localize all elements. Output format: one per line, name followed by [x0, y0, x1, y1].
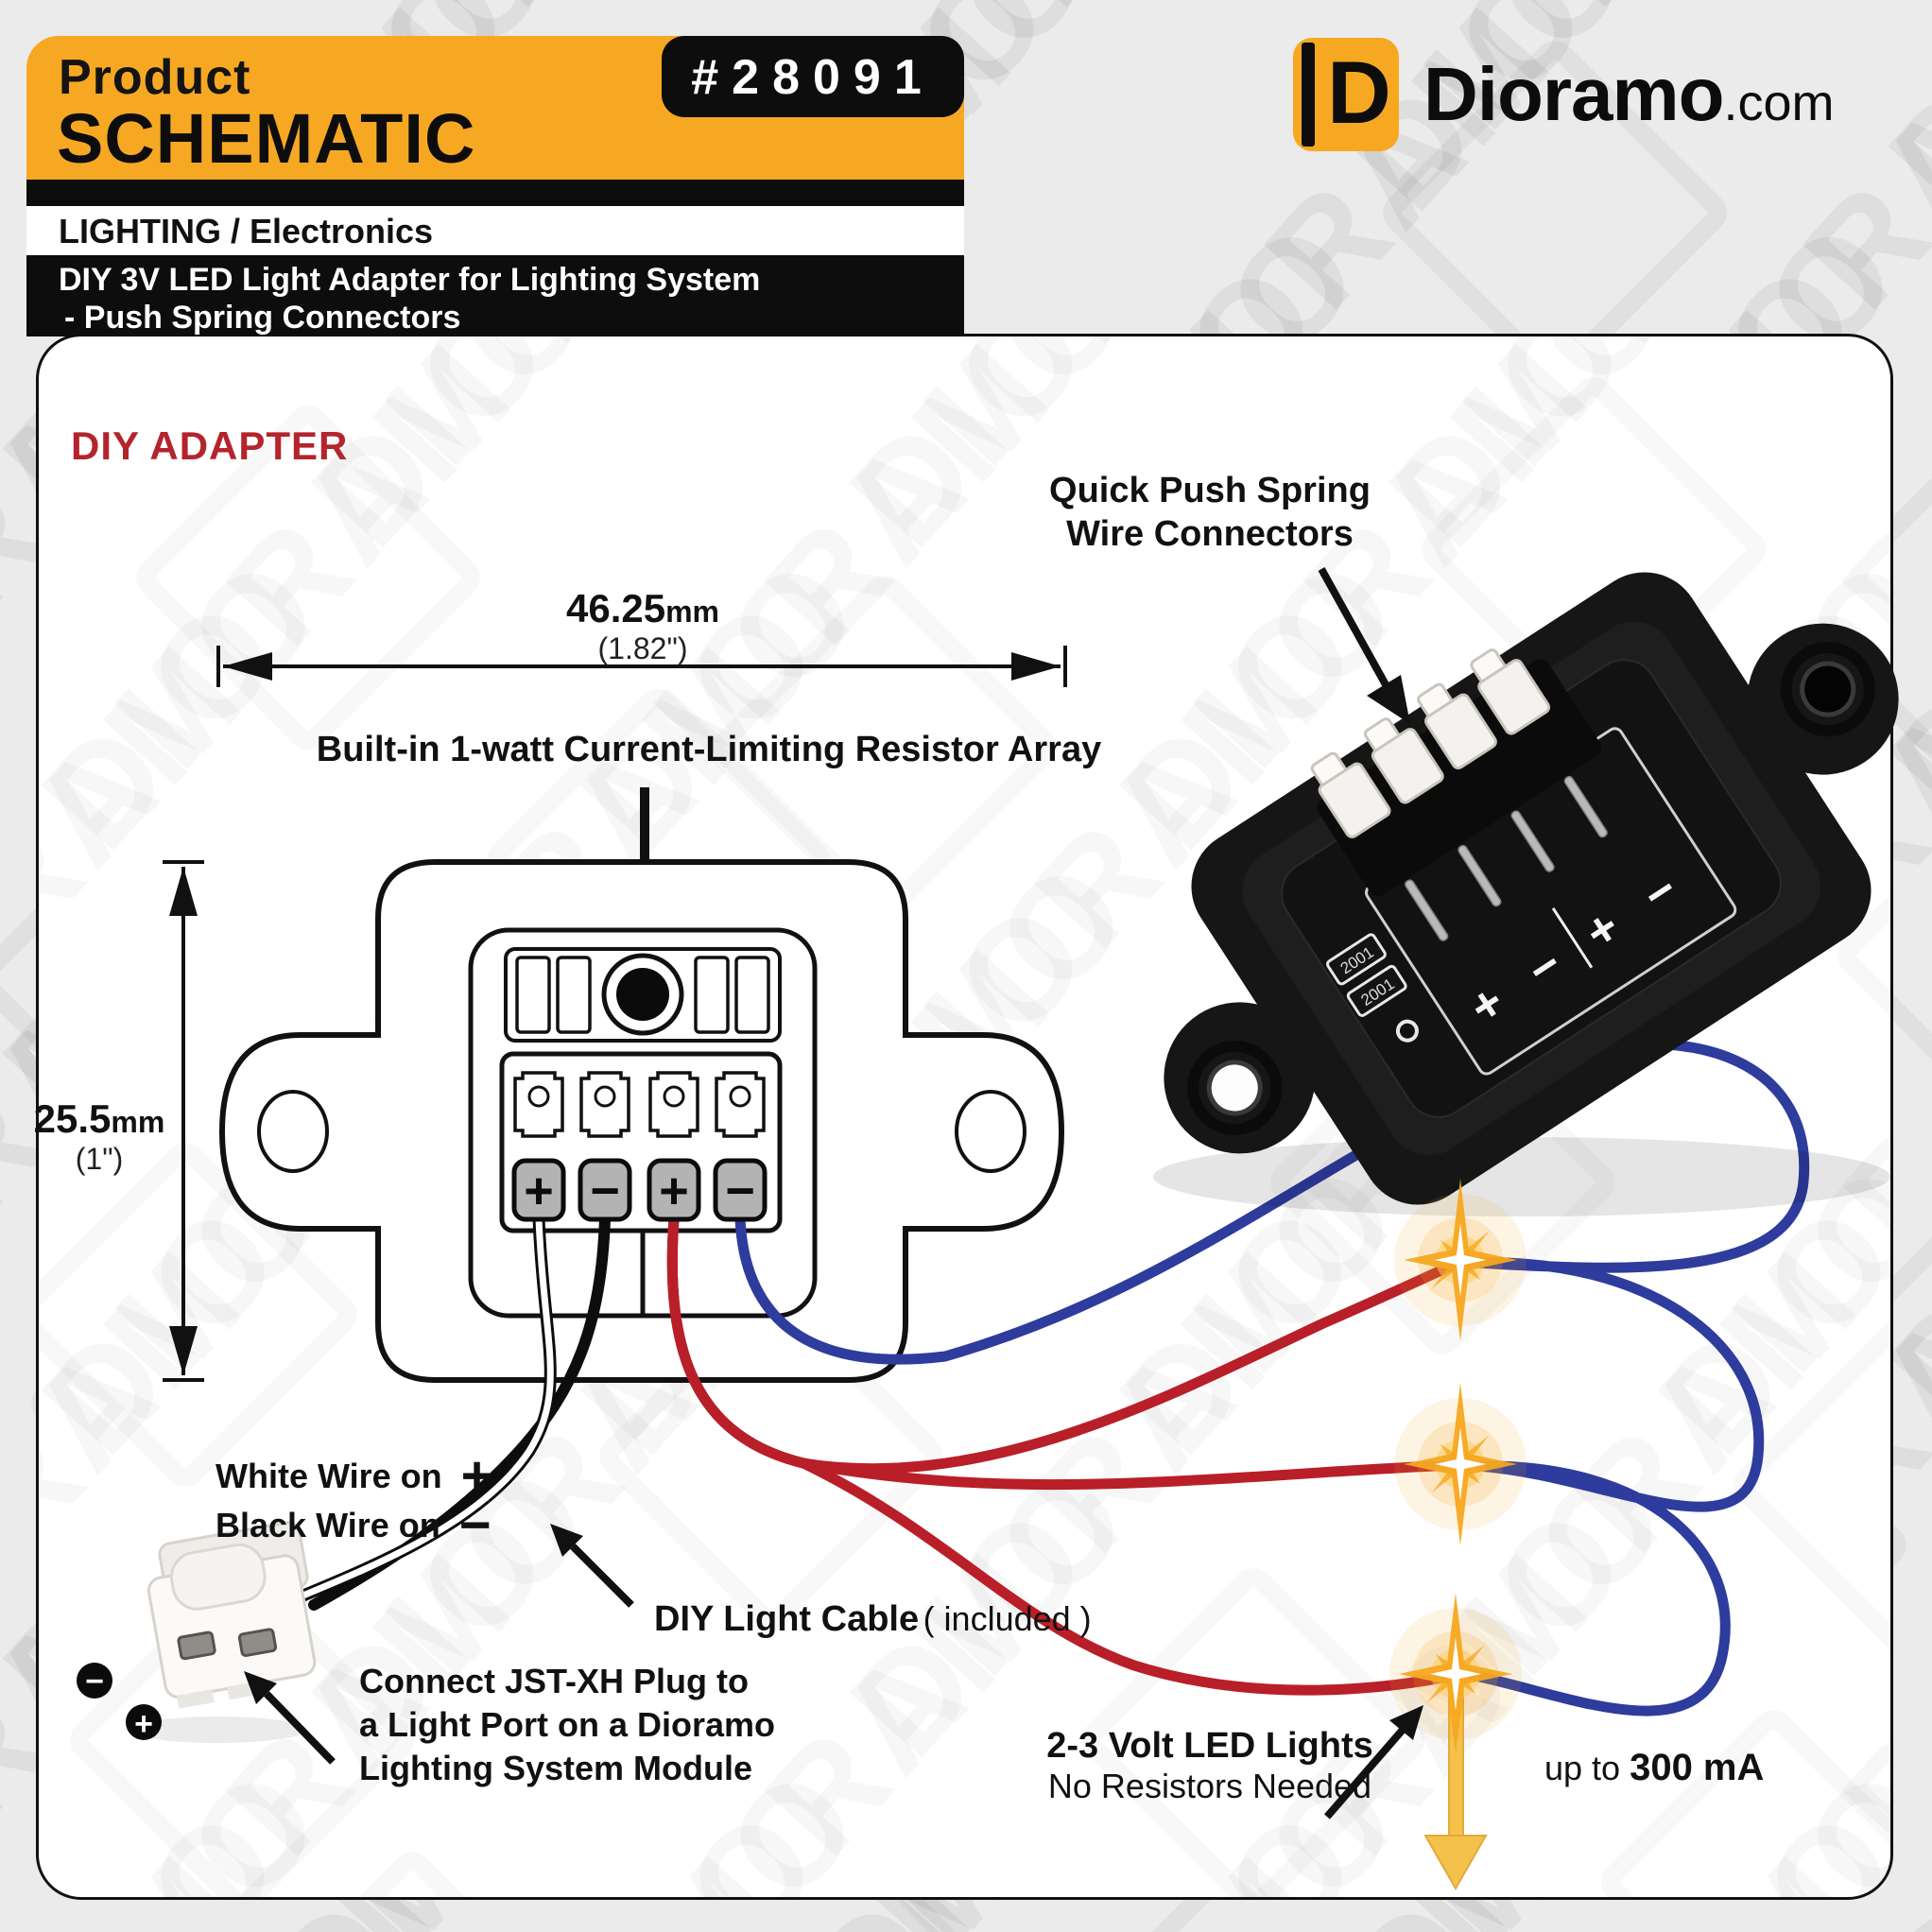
led-sparkle-2 [1394, 1383, 1527, 1545]
jst-pin-hole-2 [237, 1628, 278, 1658]
svg-text:−: − [85, 1664, 104, 1699]
photo-mount-hole-left [1187, 1040, 1283, 1135]
width-dimension-label: 46.25mm (1.82") [565, 586, 719, 665]
photo-white-connectors [1310, 648, 1551, 838]
photo-silk-dot [1395, 1019, 1419, 1043]
header-divider [26, 180, 964, 206]
white-wire [295, 1215, 554, 1601]
brand-logo-bar [1302, 43, 1315, 147]
photo-pins [1405, 775, 1608, 941]
led-sparkle-1 [1394, 1179, 1527, 1341]
section-label: DIY ADAPTER [71, 423, 349, 468]
terminal-pads: + − + − [511, 1158, 768, 1222]
red-led-wires [666, 1213, 1464, 1696]
photo-callout: Quick Push Spring Wire Connectors [1049, 471, 1371, 554]
photo-callout-arrow [1318, 567, 1410, 724]
push-spring-connector-block [499, 1051, 783, 1233]
header-title: SCHEMATIC [57, 99, 476, 178]
product-photo: + − + − 2001 2001 [1153, 572, 1899, 1216]
brand-logo: D Dioramo .com [1293, 38, 1835, 151]
jst-xh-plug: − + [77, 1521, 317, 1743]
brand-tld: .com [1723, 75, 1835, 131]
plus-symbol: + [460, 1445, 493, 1507]
wire-entry-hole [616, 968, 669, 1021]
spring-connectors [513, 1071, 766, 1138]
width-dimension-line [216, 646, 1067, 687]
current-rating: up to 300 mA [1544, 1747, 1765, 1788]
brand-name: Dioramo [1423, 52, 1724, 136]
mount-hole-left [257, 1090, 329, 1173]
jst-note: Connect JST-XH Plug to a Light Port on a… [359, 1662, 776, 1787]
product-title-bar: DIY 3V LED Light Adapter for Lighting Sy… [26, 255, 964, 336]
terminal-minus-2: − [725, 1163, 755, 1219]
brand-logo-icon: D [1293, 38, 1399, 151]
cable-label-arrow [550, 1524, 634, 1608]
category-rest: / Electronics [220, 212, 434, 250]
led-note: 2-3 Volt LED Lights No Resistors Needed [1046, 1726, 1373, 1805]
adapter-outline [218, 859, 1065, 1383]
jst-pin-hole-1 [177, 1630, 216, 1661]
jst-minus-badge [77, 1663, 112, 1699]
minus-symbol: − [458, 1494, 492, 1556]
cable-label: DIY Light Cable ( included ) [654, 1599, 1092, 1639]
photo-mount-hole-right [1780, 642, 1875, 737]
diy-light-cable [292, 1212, 611, 1611]
category-bar: LIGHTING / Electronics [26, 206, 964, 255]
svg-text:+: + [134, 1706, 153, 1742]
wire-polarity-note: White Wire on + Black Wire on − [216, 1445, 493, 1556]
mount-hole-right [955, 1090, 1026, 1173]
product-number-badge: #28091 [662, 36, 964, 117]
terminal-minus-1: − [590, 1163, 620, 1219]
height-dimension-line [163, 860, 204, 1382]
jst-note-arrow [244, 1671, 336, 1765]
header-kicker: Product [59, 50, 251, 105]
resistor-note: Built-in 1-watt Current-Limiting Resisto… [316, 730, 1102, 769]
resistor-array-window [504, 947, 782, 1043]
terminal-plus-1: + [524, 1163, 554, 1219]
led-note-arrow [1323, 1705, 1423, 1820]
blue-led-wire [734, 1039, 1810, 1716]
terminal-plus-2: + [659, 1163, 689, 1219]
jst-plus-badge [126, 1704, 162, 1740]
category-primary: LIGHTING [59, 212, 221, 250]
height-dimension-label: 25.5mm (1") [33, 1096, 165, 1176]
